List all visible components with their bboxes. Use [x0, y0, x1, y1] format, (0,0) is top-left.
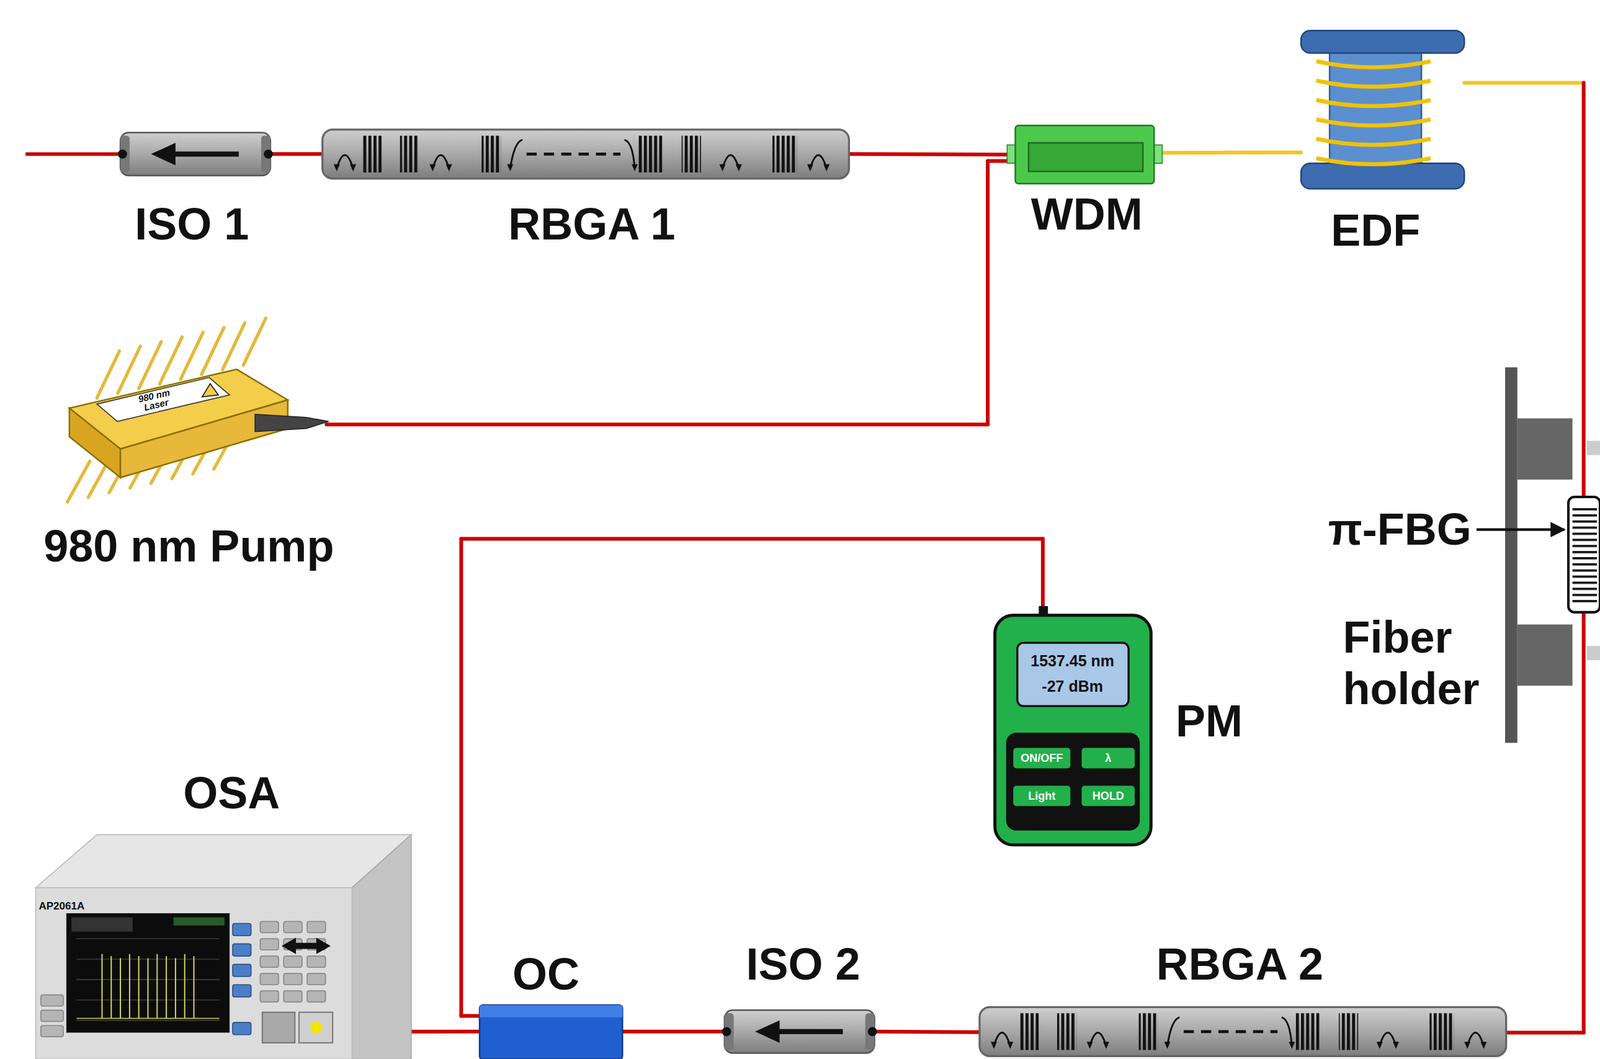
component-label: PM	[1175, 695, 1243, 747]
component-label: Fiber holder	[1343, 611, 1480, 715]
component-label: OC	[512, 948, 580, 1001]
button-label: Light	[1027, 790, 1056, 802]
fiber-connector	[622, 1031, 725, 1032]
pump-laser: 980 nm Pump	[50, 346, 327, 510]
power-meter: PM	[995, 615, 1152, 845]
optical-coupler: OC	[479, 1005, 623, 1059]
fiber-connector	[872, 1031, 980, 1033]
isolator: ISO 1	[120, 132, 271, 176]
fiber-holder: Fiber holder	[1505, 367, 1577, 743]
component-label: WDM	[1031, 188, 1143, 241]
fbg-grating: π-FBG	[1567, 495, 1600, 613]
fiber-connector	[326, 160, 1014, 425]
fiber-connector	[1506, 612, 1584, 1033]
component-label: RBGA 2	[1156, 938, 1324, 991]
component-label: ISO 1	[134, 198, 249, 251]
grating-array: RBGA 1	[322, 129, 850, 179]
osa-instrument: OSA	[35, 887, 353, 1059]
button-label: λ	[1104, 752, 1112, 764]
fiber-connector	[1156, 151, 1302, 154]
isolator: ISO 2	[724, 1010, 873, 1053]
fiber-connector	[848, 153, 1014, 156]
grating-array: RBGA 2	[979, 1006, 1507, 1058]
fiber-connector	[270, 153, 323, 155]
button-label: HOLD	[1092, 790, 1125, 802]
component-label: 980 nm Pump	[43, 520, 334, 573]
display-reading: 1537.45 nm	[1030, 653, 1115, 669]
button-label: ON/OFF	[1020, 752, 1063, 764]
component-label: ISO 2	[745, 938, 860, 991]
component-label: OSA	[183, 767, 280, 819]
edf-spool: EDF	[1300, 30, 1465, 189]
wdm-coupler: WDM	[1013, 125, 1156, 184]
display-reading: -27 dBm	[1041, 678, 1104, 695]
fiber-connector	[460, 538, 1043, 1016]
component-label: RBGA 1	[508, 198, 675, 251]
component-label: π-FBG	[1328, 503, 1472, 556]
fiber-connector	[1464, 82, 1584, 495]
component-label: EDF	[1330, 204, 1421, 257]
model-name: AP2061A	[39, 900, 85, 912]
